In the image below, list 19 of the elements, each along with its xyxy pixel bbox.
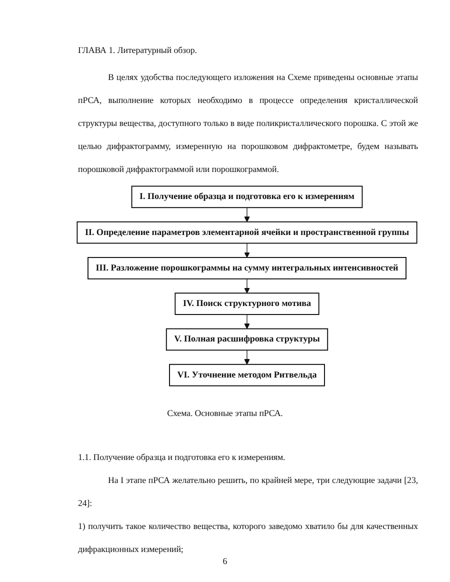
arrow <box>244 278 250 294</box>
node-box <box>166 328 328 351</box>
node-box <box>76 221 418 244</box>
paragraph: На I этапе пРСА желательно решить, по крайней мере, три следующие задачи [23, 24]: <box>78 474 418 510</box>
flowchart: I. Получение образца и подготовка его к измерениям II. Определение параметров элементарной ячейки и пространственной группы III. Разложение порошкограммы на сумму интегральных интенсивностей IV. Поиск структурного мотива V. Полная расшифровка структуры VI. Уточнение методом Ритвельда <box>72 176 422 396</box>
list-item: 1) получить такое количество вещества, которого заведомо хватило бы для качественных дифракционных измерений; <box>78 520 418 556</box>
node-box <box>131 186 363 208</box>
section-heading: 1.1. Получение образца и подготовка его к измерениям. <box>78 451 286 464</box>
chapter-heading: ГЛАВА 1. Литературный обзор. <box>78 44 198 57</box>
paragraph: В целях удобства последующего изложения на Схеме приведены основные этапы пРСА, выполнение которых необходимо в процессе определения кристаллической структуры вещества, доступного только в виде поликристаллического порошка. С этой же целью дифрактограмму, измеренную на порошковом дифрактометре, будем называть порошковой дифрактограммой или порошкограммой. <box>78 71 418 176</box>
caption: Схема. Основные этапы пРСА. <box>167 408 283 418</box>
page-number: 6 <box>222 556 228 566</box>
node-box <box>174 292 320 315</box>
arrow <box>244 314 250 330</box>
arrow <box>244 242 250 258</box>
arrow <box>244 350 250 365</box>
node-box <box>169 364 325 386</box>
node-box <box>88 257 406 280</box>
arrow <box>244 207 250 222</box>
